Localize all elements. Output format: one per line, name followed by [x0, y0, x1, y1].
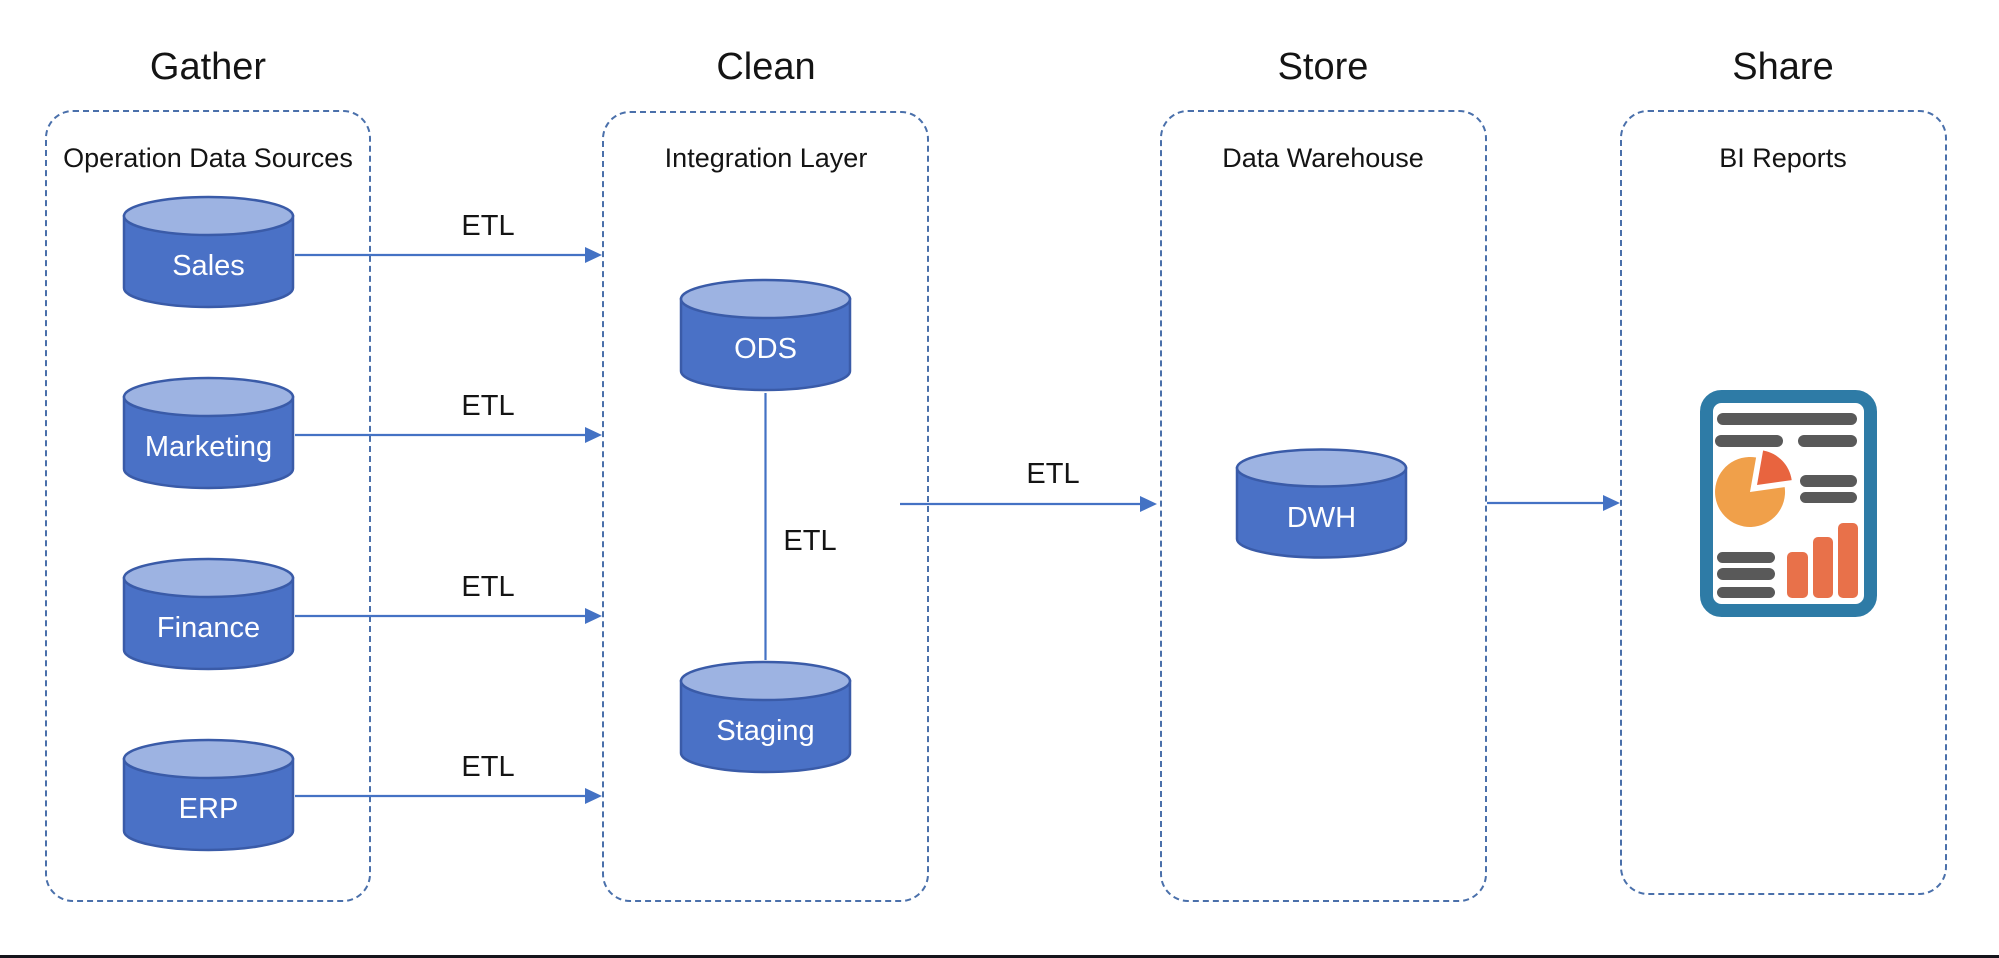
zone-data-warehouse: [1160, 110, 1487, 902]
zone-label-bi-reports: BI Reports: [1719, 143, 1847, 173]
stage-title-store: Store: [1277, 46, 1369, 88]
zone-bi-reports: [1620, 110, 1947, 895]
zone-integration-layer: [602, 111, 929, 902]
db-cylinder-erp: ERP: [122, 738, 295, 853]
stage-title-clean: Clean: [716, 46, 816, 88]
zone-label-data-warehouse: Data Warehouse: [1222, 143, 1424, 173]
stage-title-share: Share: [1732, 46, 1834, 88]
etl-arrowhead-integration-to-dwh: [1140, 496, 1157, 512]
stage-title-gather: Gather: [149, 46, 267, 88]
zone-operation-data-sources: [45, 110, 371, 902]
etl-label-marketing: ETL: [461, 390, 515, 422]
database-cylinder-icon: [122, 195, 295, 309]
zone-label-integration-layer: Integration Layer: [664, 143, 868, 173]
db-cylinder-marketing: Marketing: [122, 376, 295, 491]
db-label-sales: Sales: [172, 250, 245, 282]
pie-chart-icon: [1715, 456, 1786, 527]
etl-arrowhead-finance: [585, 608, 602, 624]
etl-arrowhead-marketing: [585, 427, 602, 443]
db-cylinder-finance: Finance: [122, 557, 295, 672]
bottom-rule: [0, 955, 1999, 958]
bar-chart-icon: [1787, 523, 1858, 598]
database-cylinder-icon: [122, 376, 295, 490]
db-cylinder-dwh: DWH: [1235, 448, 1408, 560]
database-cylinder-icon: [679, 660, 852, 774]
db-cylinder-staging: Staging: [679, 660, 852, 775]
db-label-ods: ODS: [734, 333, 797, 365]
etl-label-to-dwh: ETL: [1026, 458, 1080, 490]
database-cylinder-icon: [1235, 448, 1408, 559]
etl-label-ods-staging: ETL: [783, 525, 837, 557]
db-label-erp: ERP: [178, 793, 239, 825]
db-cylinder-sales: Sales: [122, 195, 295, 310]
pie-slice-icon: [1757, 450, 1792, 485]
db-label-dwh: DWH: [1286, 501, 1357, 534]
etl-label-sales: ETL: [461, 210, 515, 242]
arrowhead-dwh-to-bi: [1603, 495, 1620, 511]
etl-label-finance: ETL: [461, 571, 515, 603]
db-label-staging: Staging: [716, 715, 815, 747]
db-label-finance: Finance: [156, 612, 261, 644]
database-cylinder-icon: [122, 557, 295, 671]
etl-arrowhead-sales: [585, 247, 602, 263]
database-cylinder-icon: [122, 738, 295, 852]
database-cylinder-icon: [679, 278, 852, 392]
zone-label-operation-data-sources: Operation Data Sources: [63, 143, 353, 173]
db-cylinder-ods: ODS: [679, 278, 852, 393]
bi-report-icon: [1700, 390, 1877, 617]
etl-arrowhead-erp: [585, 788, 602, 804]
etl-label-erp: ETL: [461, 751, 515, 783]
db-label-marketing: Marketing: [144, 431, 273, 463]
